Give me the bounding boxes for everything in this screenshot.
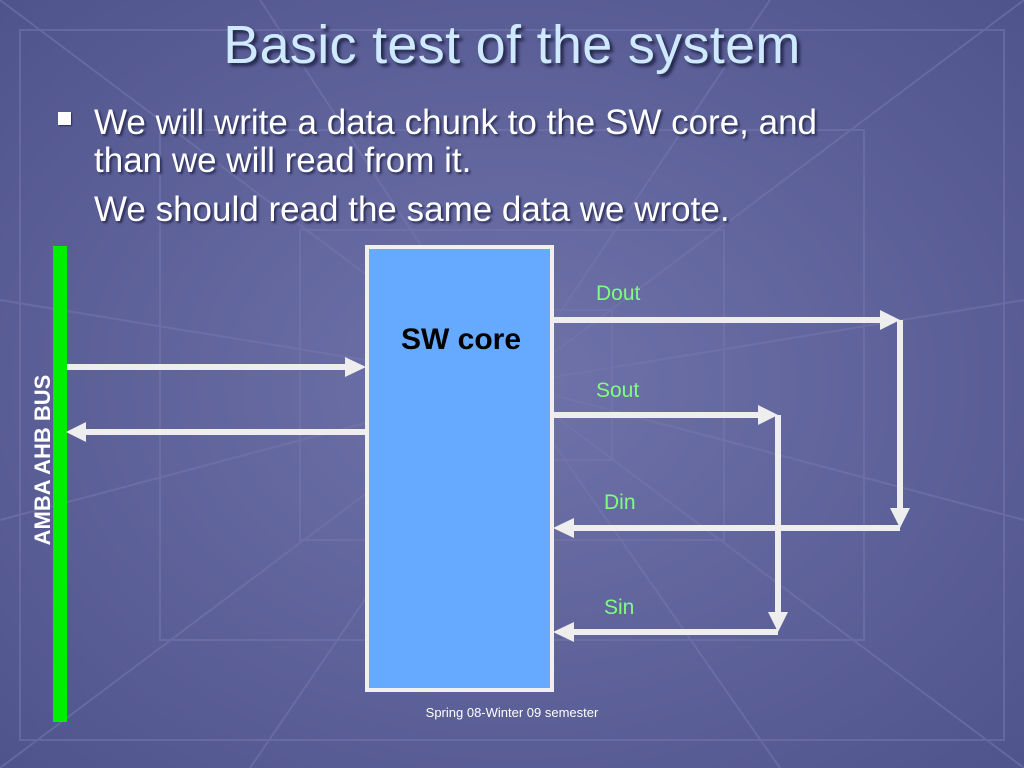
amba-bus-label: AMBA AHB BUS	[30, 375, 55, 546]
dout-label: Dout	[596, 282, 641, 305]
amba-bus-bar	[53, 246, 67, 722]
bullet-text-line-2: than we will read from it.	[94, 141, 472, 180]
sw-core-label: SW core	[401, 323, 521, 356]
dout-din-loop-arrow	[553, 310, 910, 538]
slide-footer: Spring 08-Winter 09 semester	[425, 705, 599, 720]
sout-sin-loop-arrow	[553, 405, 788, 642]
bullet-text-line-3: We should read the same data we wrote.	[94, 190, 730, 229]
din-label: Din	[604, 491, 636, 514]
core-to-bus-arrow	[66, 422, 365, 442]
bullet-text-line-1: We will write a data chunk to the SW cor…	[94, 103, 818, 142]
slide-title: Basic test of the system	[223, 15, 801, 75]
bullet-square-icon	[58, 112, 71, 125]
sw-core-block	[365, 245, 554, 692]
sout-label: Sout	[596, 379, 639, 402]
bus-to-core-arrow	[67, 357, 366, 377]
sin-label: Sin	[604, 596, 634, 619]
